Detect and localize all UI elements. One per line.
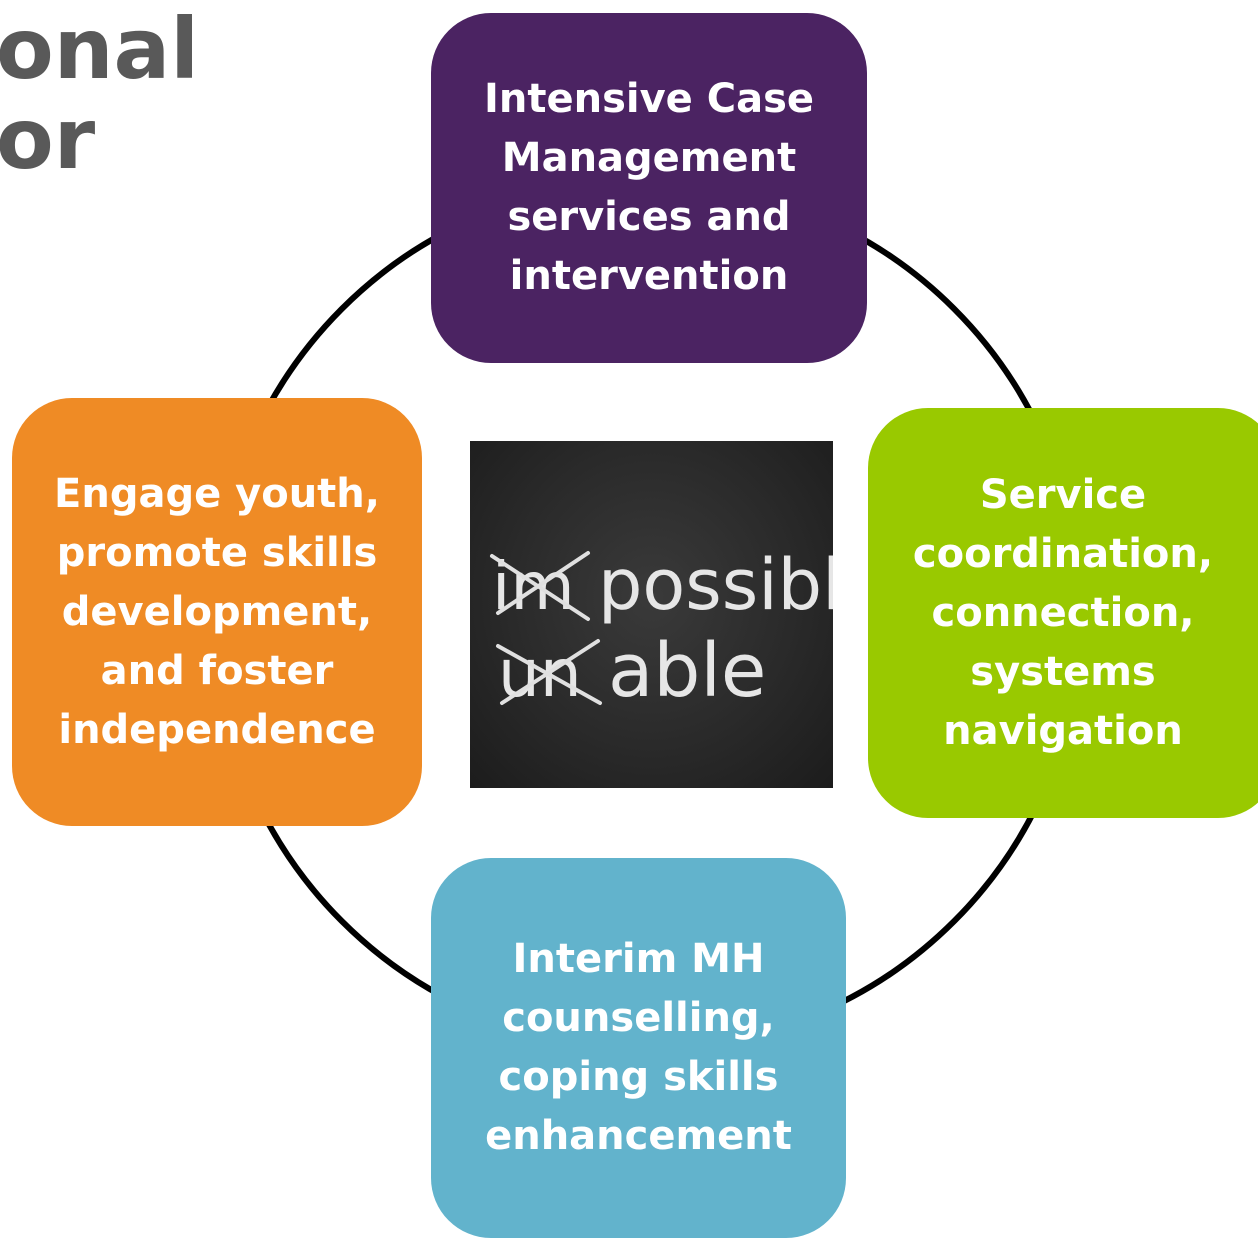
chalk-cross-marks (490, 551, 602, 705)
step-label-case-management: Intensive Case Management services and i… (483, 76, 815, 299)
chalk-crossed-prefix-2: un (498, 635, 582, 712)
chalkboard-image: im possible un able (470, 441, 833, 788)
chalk-crossed-prefix-1: im (492, 548, 575, 625)
step-box-engage-youth: Engage youth, promote skills development… (12, 398, 422, 826)
chalk-word-1: possible (598, 544, 833, 626)
chalk-word-2: able (608, 628, 766, 714)
step-box-service-coordination: Service coordination, connection, system… (868, 408, 1258, 818)
step-box-case-management: Intensive Case Management services and i… (431, 13, 867, 363)
chalkboard-drawing: im possible un able (490, 544, 833, 714)
step-box-mh-counselling: Interim MH counselling, coping skills en… (431, 858, 846, 1238)
step-label-service-coordination: Service coordination, connection, system… (912, 471, 1214, 754)
step-label-mh-counselling: Interim MH counselling, coping skills en… (485, 936, 792, 1159)
slide-title-fragment: onal or (0, 0, 199, 188)
step-label-engage-youth: Engage youth, promote skills development… (54, 470, 380, 753)
